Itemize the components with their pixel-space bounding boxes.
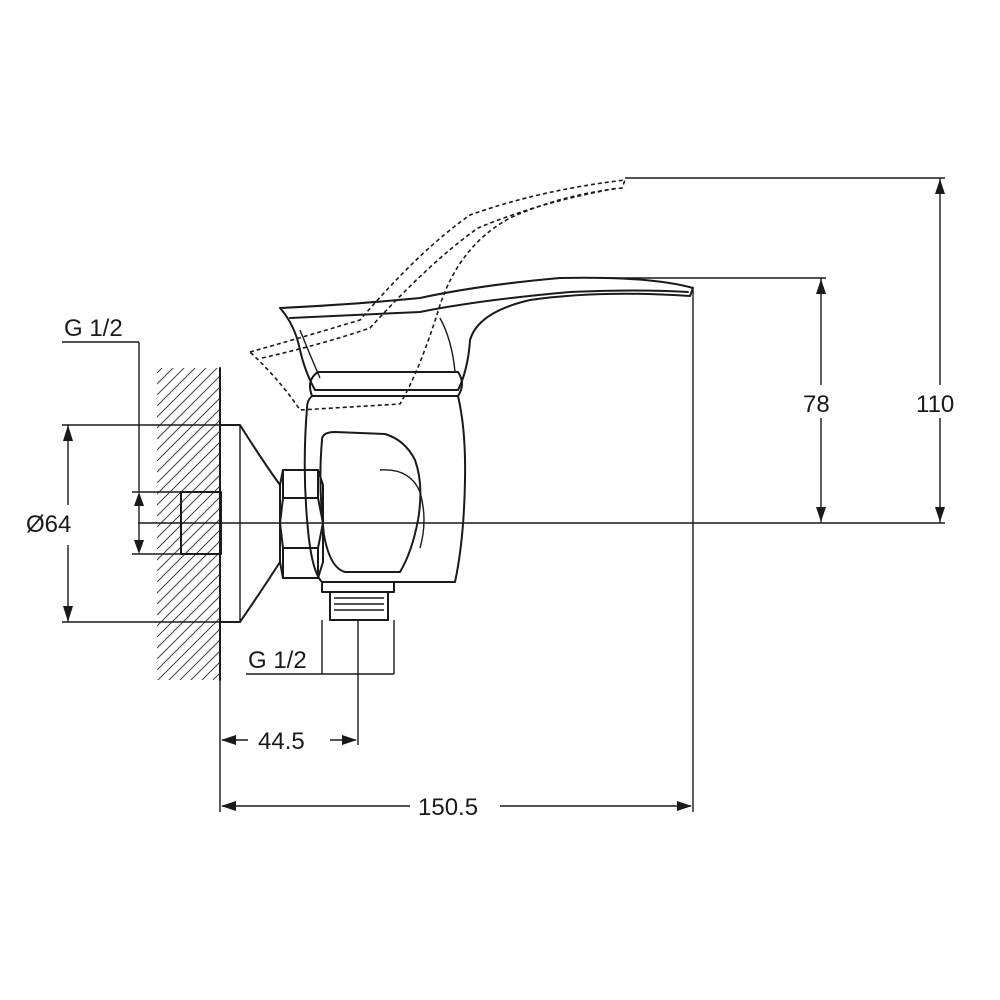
hatch-line — [157, 368, 207, 418]
hatch-line — [157, 562, 220, 627]
hatch-line — [157, 518, 220, 583]
label-thread-bottom: G 1/2 — [248, 647, 307, 674]
label-height-lever-up: 110 — [916, 391, 954, 418]
hatch-line — [179, 639, 220, 680]
hatch-line — [201, 661, 220, 680]
hatch-line — [157, 368, 163, 374]
dim-offset-outlet: 44.5 — [219, 620, 359, 812]
hatch-line — [168, 628, 220, 680]
lever-handle-shading — [299, 317, 456, 379]
label-diameter: Ø64 — [26, 511, 71, 538]
hatch-line — [157, 617, 220, 680]
hatch-line — [157, 386, 220, 451]
dim-total-length: 150.5 — [221, 290, 694, 821]
hatch-line — [157, 606, 220, 671]
lever-handle — [279, 276, 694, 391]
lever-handle-inner — [289, 289, 689, 319]
hatch-line — [157, 684, 220, 747]
handle-neck — [309, 371, 463, 397]
label-height-handle: 78 — [803, 391, 830, 418]
hatch-line — [157, 474, 220, 539]
hatch-line — [157, 408, 220, 473]
dim-thread-back: G 1/2 — [62, 315, 181, 555]
hatch-line — [157, 761, 220, 824]
hatch-line — [157, 463, 220, 528]
hex-nut — [279, 469, 324, 579]
hatch-line — [157, 728, 220, 791]
label-offset-outlet: 44.5 — [258, 728, 305, 755]
hatch-line — [157, 368, 196, 407]
hatch-line — [157, 419, 220, 484]
mixer-body-inner — [319, 431, 422, 573]
hatch-line — [157, 368, 174, 385]
hatch-line — [157, 288, 220, 351]
hatch-line — [157, 452, 220, 517]
mixer-body — [303, 395, 467, 583]
pipe-stub — [180, 491, 222, 555]
hatch-line — [157, 573, 220, 638]
hatch-line — [157, 739, 220, 802]
hatch-line — [157, 485, 220, 550]
label-total-length: 150.5 — [418, 794, 478, 821]
hatch-line — [157, 299, 220, 362]
hatch-line — [157, 750, 220, 813]
lever-handle-raised-inner — [261, 187, 619, 359]
label-thread-back: G 1/2 — [64, 315, 123, 342]
mixer-body-highlight — [379, 469, 425, 549]
hatch-line — [157, 595, 220, 660]
hatch-line — [157, 368, 185, 396]
hatch-line — [157, 706, 220, 769]
dim-diameter: Ø64 — [26, 424, 240, 623]
hatch-line — [157, 441, 220, 506]
wall-hatch — [157, 288, 220, 824]
hatch-line — [157, 496, 220, 561]
dim-thread-bottom: G 1/2 — [246, 620, 395, 675]
dim-height-handle: 78 — [600, 277, 830, 524]
hatch-line — [212, 672, 220, 680]
hatch-line — [157, 368, 218, 429]
hatch-line — [157, 529, 220, 594]
hatch-line — [157, 397, 220, 462]
hatch-line — [157, 551, 220, 616]
hatch-line — [157, 584, 220, 649]
hatch-line — [190, 650, 220, 680]
hatch-line — [157, 375, 220, 440]
hatch-line — [157, 430, 220, 495]
hatch-line — [157, 695, 220, 758]
hatch-line — [157, 507, 220, 572]
bottom-outlet — [321, 581, 395, 621]
hatch-line — [157, 717, 220, 780]
hatch-line — [157, 540, 220, 605]
dim-height-lever-up: 110 — [625, 177, 954, 524]
